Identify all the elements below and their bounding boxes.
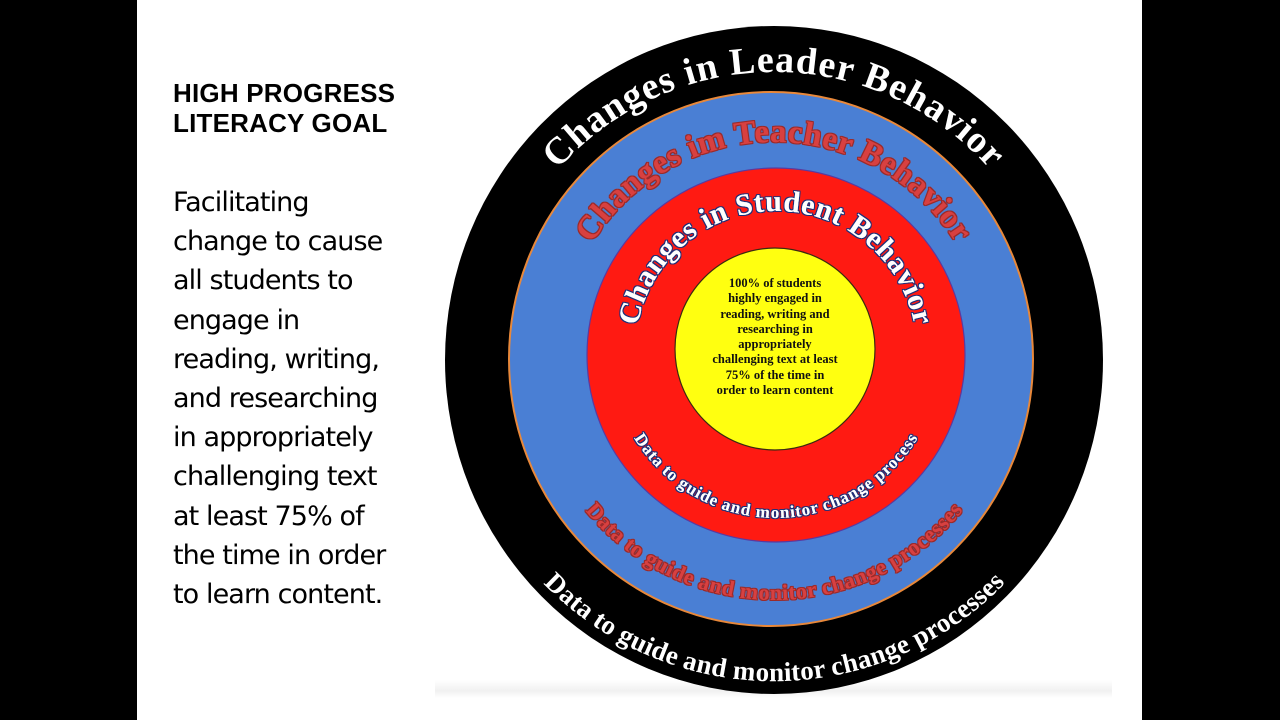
goal-title: HIGH PROGRESS LITERACY GOAL xyxy=(173,78,396,138)
goal-description: Facilitating change to cause all student… xyxy=(173,187,386,611)
center-goal-text: 100% of students highly engaged in readi… xyxy=(712,276,838,398)
center-bullseye xyxy=(674,247,876,451)
